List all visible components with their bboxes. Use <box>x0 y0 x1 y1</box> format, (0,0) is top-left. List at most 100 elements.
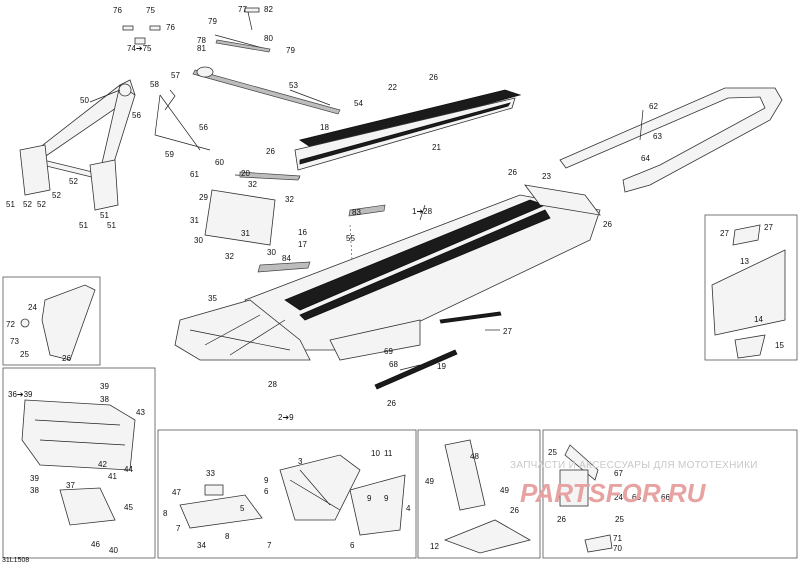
label-82: 82 <box>264 5 273 14</box>
label-68: 68 <box>389 360 398 369</box>
label-8b: 8 <box>225 532 230 541</box>
label-72: 72 <box>6 320 15 329</box>
label-51b: 51 <box>79 221 88 230</box>
label-26c: 26 <box>508 168 517 177</box>
label-8a: 8 <box>163 509 168 518</box>
label-35: 35 <box>208 294 217 303</box>
label-6a: 6 <box>264 487 269 496</box>
label-30b: 30 <box>267 248 276 257</box>
label-49b: 49 <box>500 486 509 495</box>
storage-case <box>204 171 301 246</box>
label-76a: 76 <box>113 6 122 15</box>
label-7b: 7 <box>267 541 272 550</box>
label-75a: 75 <box>146 6 155 15</box>
label-25c: 25 <box>615 515 624 524</box>
label-24b: 24 <box>614 493 623 502</box>
label-38b: 38 <box>30 486 39 495</box>
label-26d: 26 <box>603 220 612 229</box>
label-59: 59 <box>165 150 174 159</box>
label-52b: 52 <box>23 200 32 209</box>
label-7a: 7 <box>176 524 181 533</box>
label-47: 47 <box>172 488 181 497</box>
inset-seat-frame <box>21 399 136 526</box>
label-19: 19 <box>437 362 446 371</box>
label-71: 71 <box>613 534 622 543</box>
inset-right-parts <box>711 224 786 359</box>
label-32a: 32 <box>248 180 257 189</box>
label-15: 15 <box>775 341 784 350</box>
label-44: 44 <box>124 465 133 474</box>
label-27c: 27 <box>764 223 773 232</box>
label-26a: 26 <box>429 73 438 82</box>
side-rails <box>374 311 502 390</box>
label-9c: 9 <box>384 494 389 503</box>
label-17: 17 <box>298 240 307 249</box>
label-76b: 76 <box>166 23 175 32</box>
label-16: 16 <box>298 228 307 237</box>
label-52a: 52 <box>69 177 78 186</box>
part-labels: 76 75 76 74➔75 77 82 79 78 80 81 79 58 5… <box>6 5 784 555</box>
label-42: 42 <box>98 460 107 469</box>
label-53: 53 <box>289 81 298 90</box>
diagram-reference: 31L1508 <box>2 557 29 564</box>
label-74-75: 74➔75 <box>127 44 152 53</box>
label-40: 40 <box>109 546 118 555</box>
label-39a: 39 <box>100 382 109 391</box>
label-48: 48 <box>470 452 479 461</box>
label-79b: 79 <box>286 46 295 55</box>
label-26b: 26 <box>266 147 275 156</box>
label-84: 84 <box>282 254 291 263</box>
label-2-9: 2➔9 <box>278 413 294 422</box>
label-32b: 32 <box>285 195 294 204</box>
label-56a: 56 <box>132 111 141 120</box>
label-83: 83 <box>352 208 361 217</box>
label-31a: 31 <box>190 216 199 225</box>
label-10: 10 <box>371 449 380 458</box>
label-73: 73 <box>10 337 19 346</box>
label-67: 67 <box>614 469 623 478</box>
label-63: 63 <box>653 132 662 141</box>
label-77: 77 <box>238 5 247 14</box>
label-30a: 30 <box>194 236 203 245</box>
label-26f: 26 <box>387 399 396 408</box>
inset-bracket-24 <box>20 284 96 361</box>
label-27b: 27 <box>720 229 729 238</box>
watermark-caption: ЗАПЧАСТИ И АКСЕССУАРЫ ДЛЯ МОТОТЕХНИКИ <box>510 460 758 471</box>
watermark: ЗАПЧАСТИ И АКСЕССУАРЫ ДЛЯ МОТОТЕХНИКИ PA… <box>510 460 758 508</box>
label-64: 64 <box>641 154 650 163</box>
leader-lines <box>89 89 644 371</box>
label-65: 65 <box>632 493 641 502</box>
label-55: 55 <box>346 234 355 243</box>
label-9b: 9 <box>367 494 372 503</box>
label-56b: 56 <box>199 123 208 132</box>
label-50: 50 <box>80 96 89 105</box>
label-49a: 49 <box>425 477 434 486</box>
label-3: 3 <box>298 457 303 466</box>
inset-24-65 <box>559 444 613 553</box>
label-52d: 52 <box>52 191 61 200</box>
label-51c: 51 <box>107 221 116 230</box>
label-25b: 25 <box>548 448 557 457</box>
label-1-28: 1➔28 <box>412 207 433 216</box>
label-29: 29 <box>199 193 208 202</box>
label-13: 13 <box>740 257 749 266</box>
label-26e: 26 <box>62 354 71 363</box>
inset-frames <box>2 214 798 559</box>
label-58: 58 <box>150 80 159 89</box>
label-66: 66 <box>661 493 670 502</box>
label-45: 45 <box>124 503 133 512</box>
label-4: 4 <box>406 504 411 513</box>
rear-bracket <box>524 184 601 216</box>
main-tunnel <box>174 194 601 361</box>
label-14: 14 <box>754 315 763 324</box>
label-32c: 32 <box>225 252 234 261</box>
label-61: 61 <box>190 170 199 179</box>
label-36-39: 36➔39 <box>8 390 33 399</box>
label-38a: 38 <box>100 395 109 404</box>
label-22: 22 <box>388 83 397 92</box>
label-78: 78 <box>197 36 206 45</box>
label-80: 80 <box>264 34 273 43</box>
label-51a: 51 <box>6 200 15 209</box>
label-46: 46 <box>91 540 100 549</box>
